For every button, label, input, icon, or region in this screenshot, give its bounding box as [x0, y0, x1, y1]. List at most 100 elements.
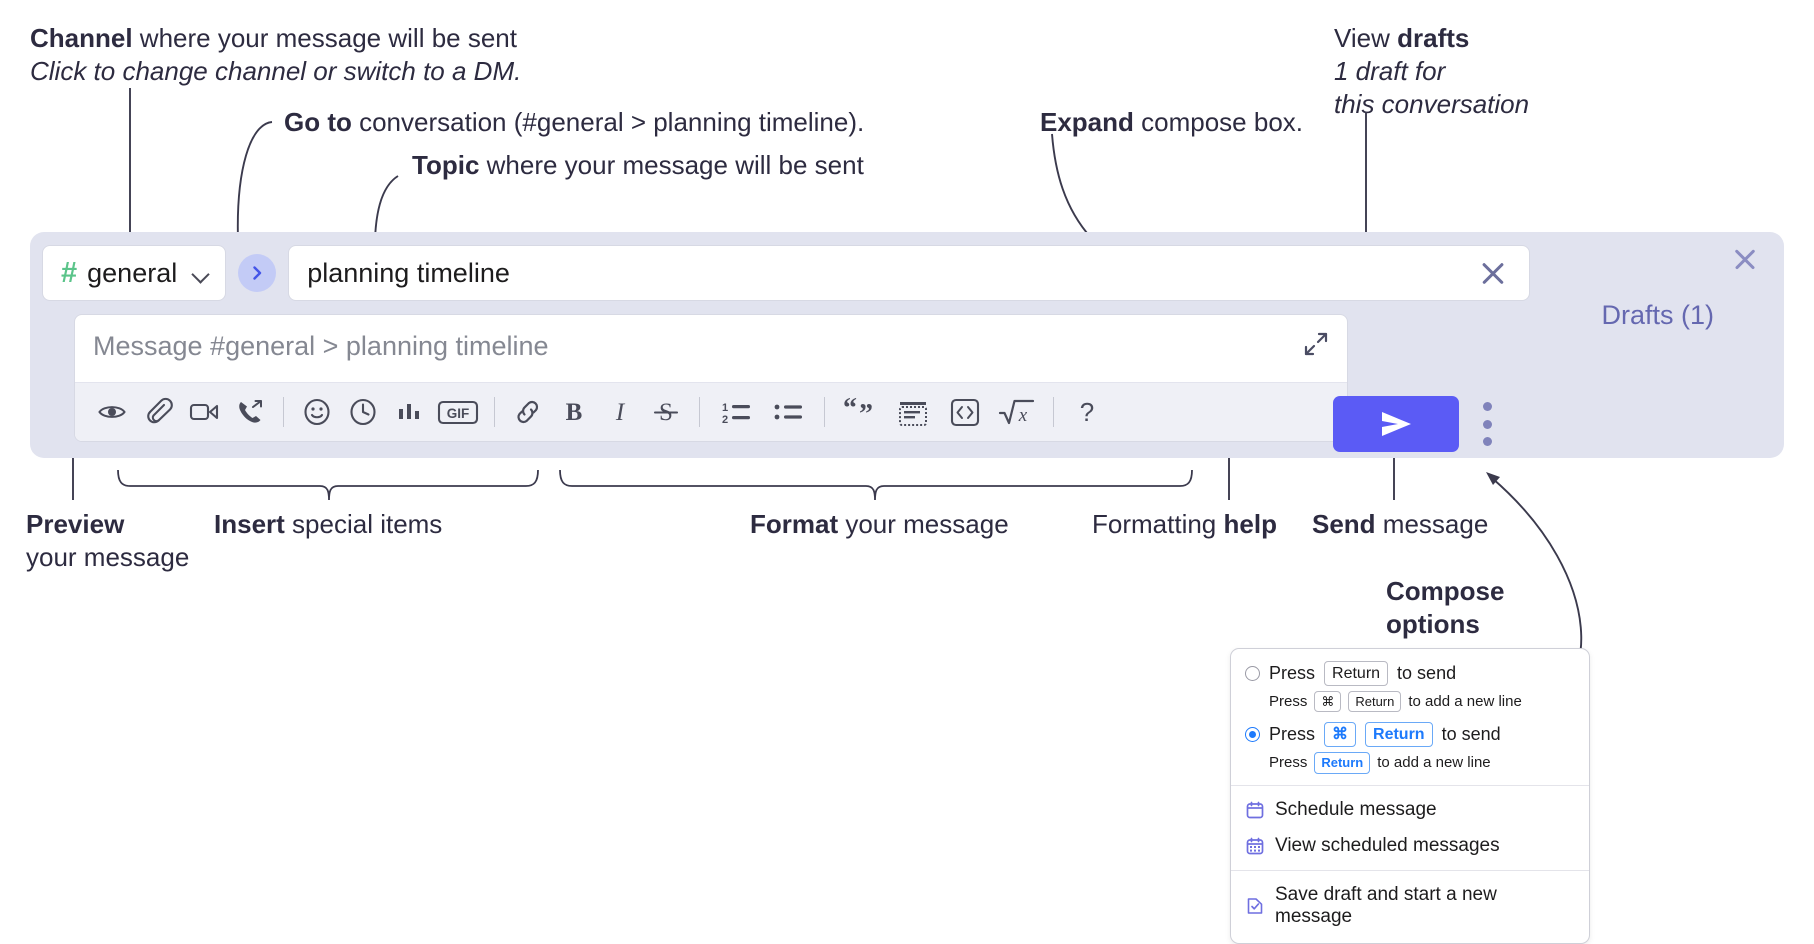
bold-button[interactable]: B	[551, 390, 597, 434]
kebab-dot	[1482, 402, 1492, 411]
code-block-button[interactable]	[887, 390, 939, 434]
svg-text:”: ”	[859, 399, 873, 427]
option-2-sub-action: to add a new line	[1377, 754, 1491, 772]
math-button[interactable]: x	[991, 390, 1043, 434]
menu-schedule-group: Schedule message View scheduled messages	[1231, 786, 1589, 870]
annotation-formatting-help: Formatting help	[1092, 508, 1277, 541]
svg-text:?: ?	[1080, 397, 1094, 427]
svg-text:B: B	[566, 399, 583, 426]
clock-icon	[350, 398, 376, 426]
annotation-format: Format your message	[750, 508, 1009, 541]
goto-conversation-button[interactable]	[238, 254, 277, 292]
close-icon[interactable]	[1732, 246, 1758, 272]
menu-separator	[1231, 869, 1589, 871]
gif-icon: GIF	[437, 400, 479, 425]
blockquote-button[interactable]: “ ”	[835, 390, 887, 434]
bulleted-list-button[interactable]	[762, 390, 814, 434]
code-brackets-icon	[950, 398, 980, 427]
video-button[interactable]	[181, 390, 227, 434]
send-option-return[interactable]: Press Return to send	[1231, 659, 1589, 688]
compose-options-button[interactable]	[1482, 402, 1492, 446]
kebab-dot	[1482, 437, 1492, 446]
annotation-drafts: View drafts 1 draft for this conversatio…	[1334, 22, 1529, 120]
svg-text:2: 2	[722, 414, 728, 426]
option-2-action: to send	[1441, 724, 1501, 745]
key-command: ⌘	[1314, 691, 1342, 713]
svg-text:x: x	[1018, 405, 1028, 426]
radio-icon-selected[interactable]	[1245, 727, 1260, 743]
annotation-topic-rest: where your message will be sent	[479, 150, 864, 180]
video-camera-icon	[189, 403, 219, 421]
drafts-link[interactable]: Drafts (1)	[1601, 300, 1714, 330]
close-icon[interactable]	[1477, 257, 1509, 289]
send-option-cmd-return[interactable]: Press ⌘ Return to send	[1231, 720, 1589, 749]
option-1-sub-action: to add a new line	[1408, 693, 1522, 711]
menu-item-view-scheduled[interactable]: View scheduled messages	[1231, 828, 1589, 864]
formatting-help-button[interactable]: ?	[1064, 390, 1110, 434]
italic-button[interactable]: I	[597, 390, 643, 434]
annotation-channel-bold: Channel	[30, 23, 133, 53]
annotation-goto-bold: Go to	[284, 107, 352, 137]
menu-item-label: Save draft and start a new message	[1275, 883, 1497, 927]
compose-options-menu: Press Return to send Press ⌘ Return to a…	[1230, 648, 1590, 944]
annotation-channel-italic: Click to change channel or switch to a D…	[30, 55, 522, 86]
key-return: Return	[1348, 691, 1402, 713]
toolbar-divider	[1053, 397, 1054, 427]
strikethrough-button[interactable]: S	[643, 390, 689, 434]
svg-text:“: “	[843, 397, 857, 424]
ordered-list-icon: 1 2	[722, 402, 750, 426]
option-1-action: to send	[1397, 663, 1457, 684]
link-button[interactable]	[505, 390, 551, 434]
quote-icon: “ ”	[843, 397, 873, 427]
annotation-format-bold: Format	[750, 509, 839, 539]
annotation-goto-rest: conversation (#general > planning timeli…	[351, 107, 865, 137]
paperclip-icon	[147, 397, 173, 424]
message-placeholder: Message #general > planning timeline	[93, 331, 549, 361]
attach-button[interactable]	[135, 390, 181, 434]
svg-text:I: I	[615, 399, 626, 426]
annotation-drafts-italic-1: 1 draft for	[1334, 55, 1446, 86]
annotation-goto: Go to conversation (#general > planning …	[284, 106, 864, 139]
menu-item-label: Schedule message	[1275, 798, 1437, 820]
annotation-preview: Preview your message	[26, 508, 189, 574]
expand-icon[interactable]	[1301, 329, 1331, 359]
inline-code-button[interactable]	[939, 390, 991, 434]
svg-text:1: 1	[722, 402, 728, 414]
key-return: Return	[1365, 722, 1433, 748]
annotation-help-lead: Formatting	[1092, 509, 1224, 539]
link-icon	[517, 400, 539, 424]
channel-selector[interactable]: # general	[42, 245, 227, 301]
annotation-drafts-lead: View	[1334, 23, 1398, 53]
send-button[interactable]	[1333, 396, 1459, 452]
annotation-insert: Insert special items	[214, 508, 442, 541]
key-command: ⌘	[1324, 722, 1357, 748]
radio-icon[interactable]	[1245, 666, 1260, 682]
menu-item-schedule-message[interactable]: Schedule message	[1231, 792, 1589, 828]
send-key-options: Press Return to send Press ⌘ Return to a…	[1231, 649, 1589, 785]
italic-icon: I	[615, 399, 626, 426]
huddle-button[interactable]	[227, 390, 273, 434]
menu-item-save-draft[interactable]: Save draft and start a new message	[1231, 877, 1589, 935]
calendar-clock-icon	[1245, 800, 1265, 820]
topic-value: planning timeline	[307, 257, 510, 288]
chevron-right-icon	[253, 266, 262, 280]
annotation-insert-bold: Insert	[214, 509, 285, 539]
phone-arrow-icon	[239, 400, 262, 423]
topic-input[interactable]: planning timeline	[288, 245, 1531, 301]
bold-icon: B	[566, 399, 583, 426]
chevron-down-icon	[193, 268, 209, 278]
smiley-icon	[304, 398, 330, 426]
annotation-drafts-bold: drafts	[1397, 23, 1470, 53]
poll-button[interactable]	[386, 390, 432, 434]
gif-button[interactable]: GIF	[432, 390, 484, 434]
message-input[interactable]: Message #general > planning timeline	[75, 315, 1347, 399]
send-option-return-hint: Press ⌘ Return to add a new line	[1231, 688, 1589, 715]
preview-button[interactable]	[89, 390, 135, 434]
send-option-cmd-return-hint: Press Return to add a new line	[1231, 749, 1589, 776]
ordered-list-button[interactable]: 1 2	[710, 390, 762, 434]
toolbar-divider	[824, 397, 825, 427]
reminder-button[interactable]	[340, 390, 386, 434]
emoji-button[interactable]	[294, 390, 340, 434]
toolbar-divider	[494, 397, 495, 427]
